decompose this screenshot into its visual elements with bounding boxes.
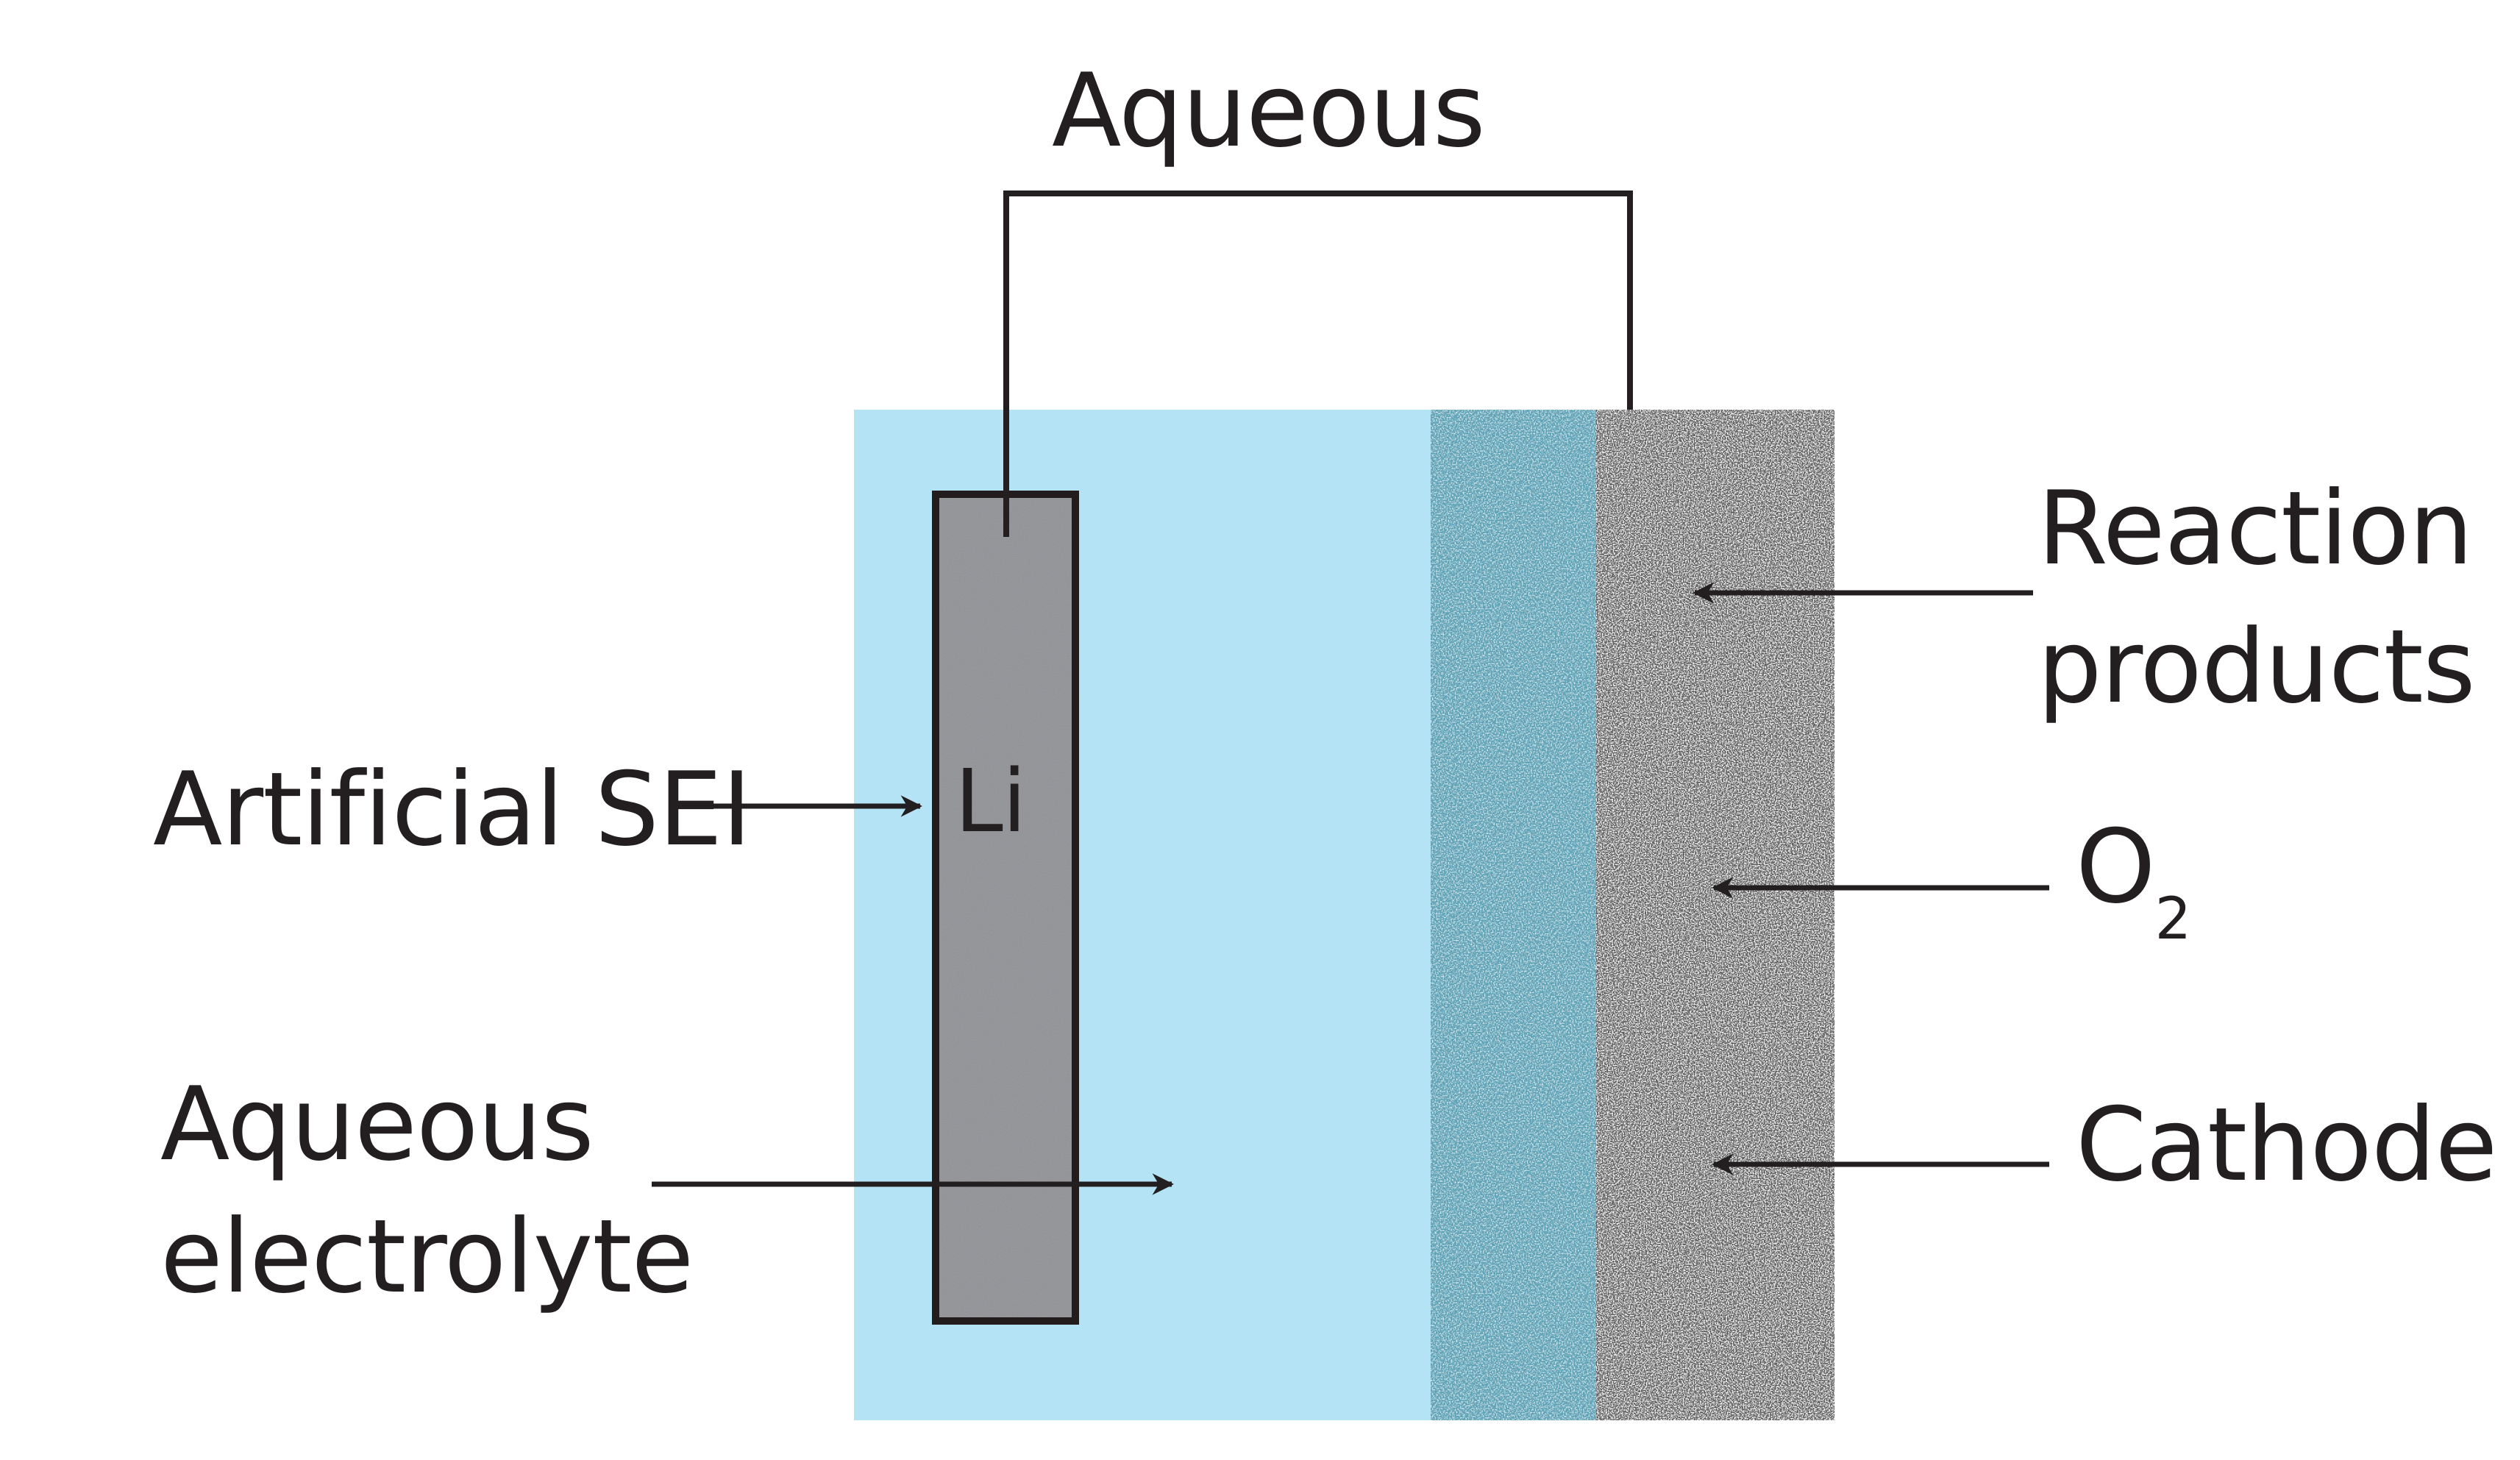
- top-label-aqueous: Aqueous: [1052, 51, 1486, 170]
- electrolyte-label-line2: electrolyte: [160, 1197, 694, 1316]
- external-circuit-wire: [1003, 190, 1633, 537]
- reaction-products-label-line1: Reaction: [2037, 469, 2473, 588]
- lithium-electrode: [925, 483, 1086, 1332]
- oxygen-symbol: O: [2076, 808, 2156, 926]
- reaction-products-label-line2: products: [2037, 608, 2476, 726]
- oxygen-subscript: 2: [2154, 886, 2192, 952]
- cathode-label: Cathode: [2076, 1086, 2497, 1204]
- cathode-layer: [1596, 410, 1834, 1420]
- electrolyte-label-line1: Aqueous: [160, 1065, 594, 1183]
- reaction-products-layer: [1431, 410, 1598, 1420]
- artificial-sei-label: Artificial SEI: [153, 750, 752, 869]
- oxygen-label: O2: [2076, 816, 2191, 949]
- electrode-label-li: Li: [955, 750, 1027, 852]
